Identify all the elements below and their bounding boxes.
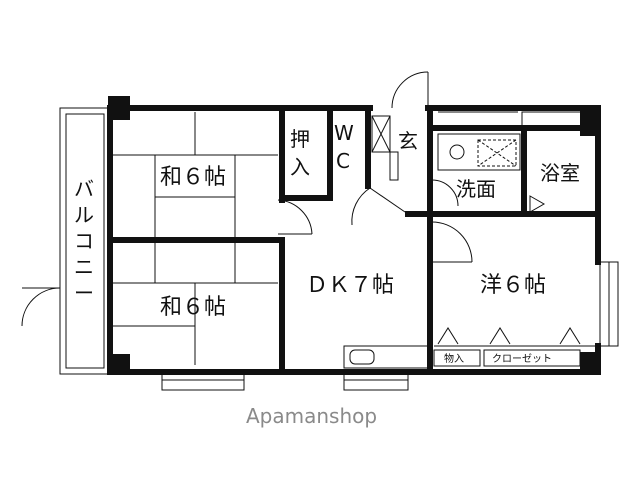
column [580, 352, 600, 374]
room-label-dk: ＤＫ７帖 [306, 273, 394, 298]
column [580, 108, 600, 136]
room-label-bath: 浴室 [540, 161, 580, 185]
washing-machine-cross [477, 139, 517, 167]
room-label-oshiire-2: 入 [290, 155, 310, 179]
wash-basin [449, 144, 465, 160]
door-swing [431, 179, 459, 207]
washing-machine-area [477, 139, 517, 167]
room-label-youshitsu: 洋６帖 [480, 273, 546, 298]
closet-door-marker [437, 327, 459, 345]
shoe-cabinet [371, 115, 391, 153]
balcony-char: ル [74, 203, 94, 227]
washing-machine-cross [477, 139, 517, 167]
storage-label: 物入 [444, 352, 464, 365]
room-label-toilet-c: C [336, 149, 350, 173]
closet-door-marker [489, 327, 511, 345]
step-threshold [389, 151, 399, 181]
closet-label: クローゼット [492, 353, 552, 365]
room-label-toilet-w: W [334, 121, 354, 145]
balcony-char: ニ [74, 255, 94, 279]
column [108, 354, 130, 374]
bath-door-marker [529, 195, 546, 213]
bath-window [521, 111, 583, 127]
kitchen-counter [343, 345, 431, 369]
balcony-char: コ [74, 229, 94, 253]
column [108, 96, 130, 120]
room-label-entrance: 玄 [398, 129, 418, 153]
door-swing [431, 221, 473, 263]
room-label-oshiire-1: 押 [290, 127, 310, 151]
room-label-washroom: 洗面 [456, 177, 496, 201]
balcony-char: バ [74, 177, 94, 201]
kitchen-sink [349, 349, 375, 365]
door-swing [277, 199, 313, 235]
storage-box [433, 349, 481, 367]
shoe-cabinet-cross [371, 115, 391, 153]
closet-door-marker [559, 327, 581, 345]
door-leaf [369, 187, 406, 213]
room-label-washitsu-upper: 和６帖 [160, 165, 226, 190]
front-door-swing [391, 71, 429, 109]
balcony-inner-rail [65, 113, 105, 369]
watermark-logo: Apamanshop [246, 404, 377, 428]
door-swing [351, 187, 371, 226]
balcony-char: ー [74, 281, 94, 305]
room-label-washitsu-lower: 和６帖 [160, 295, 226, 320]
wash-basin-unit [437, 133, 521, 171]
balcony-door-swing [21, 287, 61, 327]
